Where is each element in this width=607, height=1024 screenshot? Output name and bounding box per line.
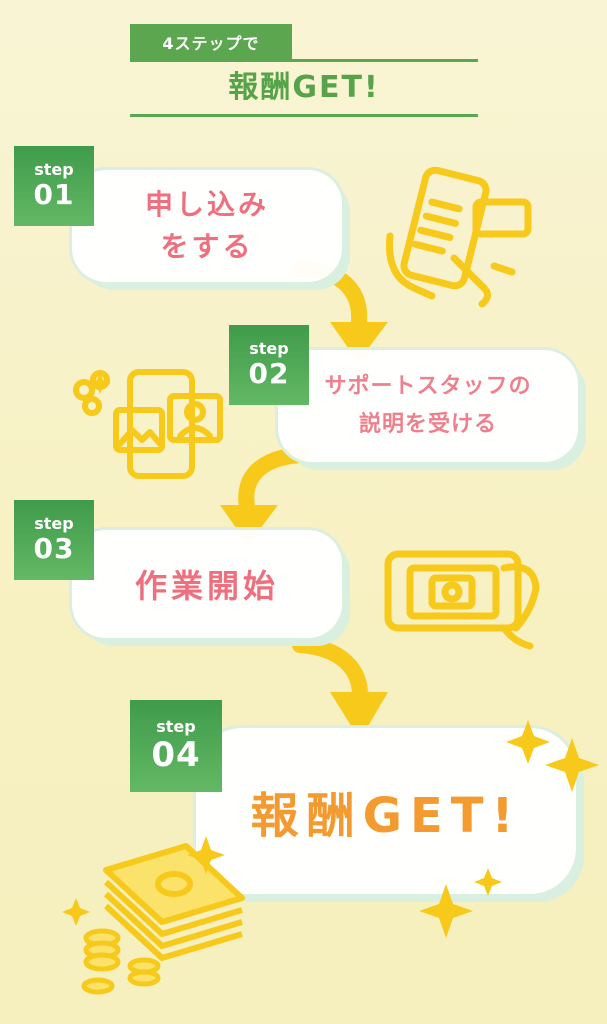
- step-badge-2: step 02: [229, 325, 309, 405]
- step-1-text-line2: をする: [160, 230, 254, 263]
- step-2-text-line1: サポートスタッフの: [324, 374, 532, 399]
- money-stack-icon: [81, 843, 245, 995]
- step-badge-1: step 01: [14, 146, 94, 226]
- step-4-text: 報酬GET!: [250, 788, 522, 844]
- header-divider-top: [130, 59, 478, 62]
- smartphone-hand-icon: [386, 166, 532, 308]
- camera-phone-icon: [384, 550, 540, 650]
- step-card-4: 報酬GET!: [196, 728, 576, 894]
- step-label: step: [34, 160, 74, 179]
- step-number: 01: [33, 178, 75, 211]
- step-number: 02: [248, 357, 290, 390]
- step-badge-3: step 03: [14, 500, 94, 580]
- step-number: 04: [151, 735, 201, 775]
- header-divider-bottom: [130, 114, 478, 117]
- step-label: step: [156, 717, 196, 736]
- page-title: 報酬GET!: [228, 70, 380, 105]
- step-card-2: サポートスタッフの 説明を受ける: [278, 350, 578, 462]
- step-2-text-line2: 説明を受ける: [358, 412, 497, 437]
- step-card-3: 作業開始: [72, 530, 342, 638]
- step-number: 03: [33, 532, 75, 565]
- step-label: step: [34, 514, 74, 533]
- header-tag: 4ステップで: [130, 24, 292, 60]
- step-badge-4: step 04: [130, 700, 222, 792]
- step-card-1: 申し込み をする: [72, 170, 342, 282]
- step-label: step: [249, 339, 289, 358]
- step-3-text: 作業開始: [134, 567, 279, 605]
- step-1-text-line1: 申し込み: [144, 188, 269, 221]
